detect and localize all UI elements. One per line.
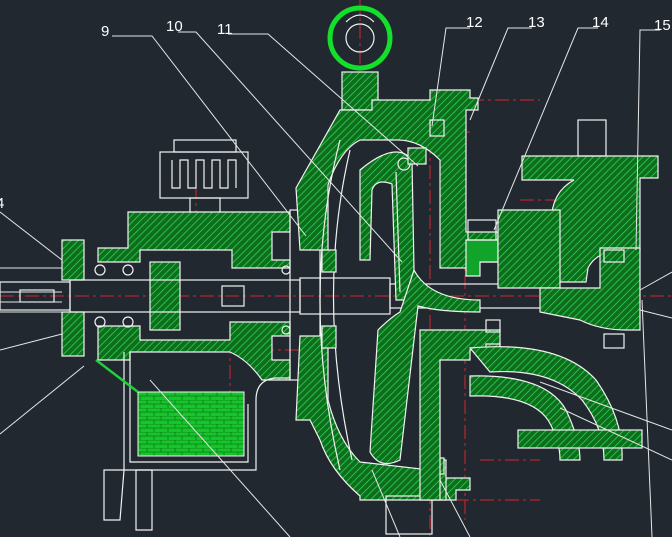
part-label-14: 14 — [592, 14, 609, 31]
leader-lines — [0, 27, 672, 537]
part-label-left: 4 — [0, 195, 4, 212]
part-label-10: 10 — [166, 18, 183, 35]
seal-housing — [419, 219, 501, 501]
part-labels: 9 10 11 12 13 14 15 4 — [0, 14, 671, 212]
part-label-11: 11 — [217, 21, 233, 38]
part-label-13: 13 — [528, 14, 545, 31]
part-label-15: 15 — [654, 17, 671, 34]
oil-sump — [95, 352, 290, 531]
breather-cap — [159, 139, 249, 219]
part-label-9: 9 — [101, 23, 109, 40]
discharge-nozzle — [468, 119, 659, 461]
bearing-housing — [61, 209, 321, 381]
part-label-12: 12 — [466, 14, 483, 31]
shaft — [0, 264, 551, 335]
